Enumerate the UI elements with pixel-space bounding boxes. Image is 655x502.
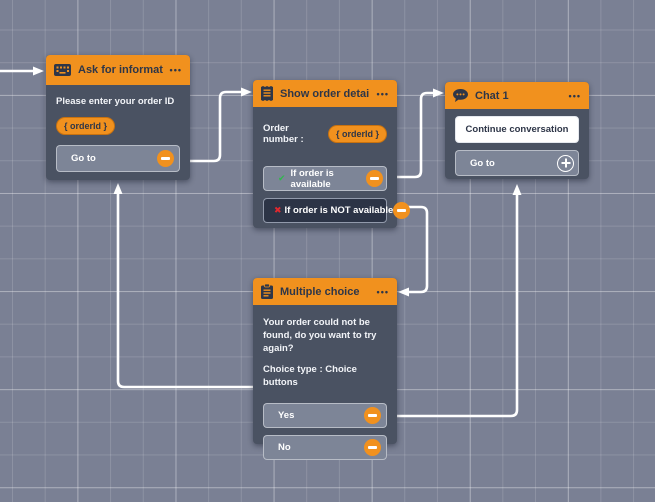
node-chat-1[interactable]: Chat 1 ••• Continue conversation Go to — [445, 82, 589, 179]
goto-button[interactable]: Go to — [56, 145, 180, 172]
remove-port-icon[interactable] — [393, 202, 410, 219]
more-options-icon[interactable]: ••• — [170, 65, 182, 75]
field-label: Order number : — [263, 123, 323, 145]
remove-port-icon[interactable] — [157, 150, 174, 167]
more-options-icon[interactable]: ••• — [377, 287, 389, 297]
node-show-order-details[interactable]: Show order details ••• Order number : { … — [253, 80, 397, 228]
branch-not-available-button[interactable]: ✖ If order is NOT available — [263, 198, 387, 223]
clipboard-icon — [261, 284, 273, 299]
add-port-icon[interactable] — [557, 155, 574, 172]
node-title: Multiple choice — [280, 286, 370, 298]
node-header-show-order-details[interactable]: Show order details ••• — [253, 80, 397, 107]
keyboard-icon — [54, 64, 71, 76]
continue-conversation-button[interactable]: Continue conversation — [455, 116, 579, 143]
wire-available-to-chat — [396, 93, 433, 177]
wire-notavailable-to-multichoice — [396, 207, 427, 292]
cross-icon: ✖ — [274, 205, 282, 216]
node-title: Show order details — [280, 88, 370, 100]
choice-no-button[interactable]: No — [263, 435, 387, 460]
receipt-icon — [261, 86, 273, 101]
branch-available-button[interactable]: ✔ If order is available — [263, 166, 387, 191]
goto-button[interactable]: Go to — [455, 150, 579, 176]
remove-port-icon[interactable] — [366, 170, 383, 187]
choice-type-text: Choice type : Choice buttons — [263, 364, 387, 390]
node-title: Chat 1 — [475, 90, 562, 102]
chat-bubble-icon — [453, 89, 468, 102]
node-multiple-choice[interactable]: Multiple choice ••• Your order could not… — [253, 278, 397, 444]
check-icon: ✔ — [278, 173, 286, 184]
more-options-icon[interactable]: ••• — [377, 89, 389, 99]
wire-goto-to-show-order — [190, 92, 241, 161]
variable-chip: { orderId } — [56, 117, 115, 135]
node-ask-for-information[interactable]: Ask for information ••• Please enter you… — [46, 55, 190, 180]
remove-port-icon[interactable] — [364, 407, 381, 424]
choice-yes-button[interactable]: Yes — [263, 403, 387, 428]
node-prompt-text: Your order could not be found, do you wa… — [263, 317, 387, 355]
node-header-chat-1[interactable]: Chat 1 ••• — [445, 82, 589, 109]
field-row: Order number : { orderId } — [263, 123, 387, 145]
node-header-multiple-choice[interactable]: Multiple choice ••• — [253, 278, 397, 305]
node-prompt-text: Please enter your order ID — [56, 96, 180, 109]
node-header-ask-for-information[interactable]: Ask for information ••• — [46, 55, 190, 85]
more-options-icon[interactable]: ••• — [569, 91, 581, 101]
wire-yes-to-ask — [118, 194, 253, 387]
remove-port-icon[interactable] — [364, 439, 381, 456]
node-title: Ask for information — [78, 64, 163, 76]
variable-chip: { orderId } — [328, 125, 387, 143]
wire-no-to-chat — [397, 195, 517, 416]
